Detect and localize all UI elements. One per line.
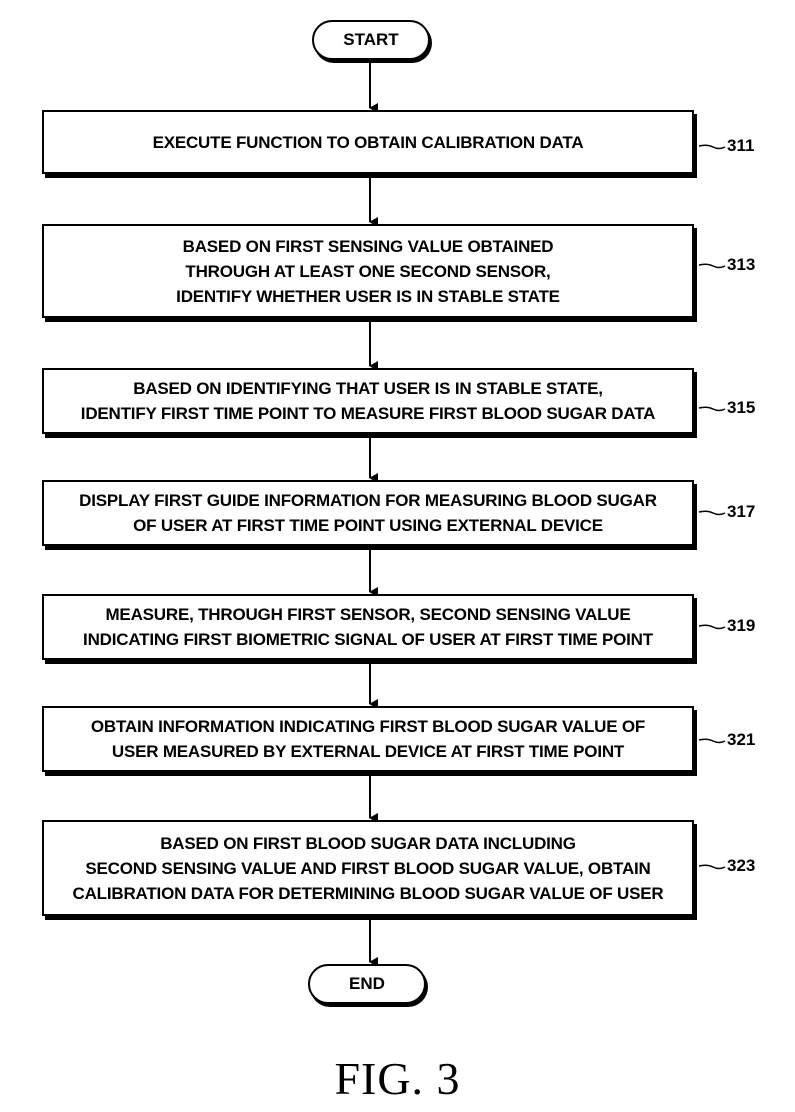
step-323-line-1: BASED ON FIRST BLOOD SUGAR DATA INCLUDIN… [160, 831, 576, 856]
step-317-line-1: DISPLAY FIRST GUIDE INFORMATION FOR MEAS… [79, 488, 657, 513]
leader-315 [699, 407, 725, 410]
step-321-box: OBTAIN INFORMATION INDICATING FIRST BLOO… [42, 706, 694, 772]
end-label: END [349, 974, 385, 994]
step-313-line-1: BASED ON FIRST SENSING VALUE OBTAINED [183, 234, 554, 259]
step-319-line-2: INDICATING FIRST BIOMETRIC SIGNAL OF USE… [83, 627, 653, 652]
leader-319 [699, 625, 725, 628]
ref-317: 317 [727, 502, 755, 522]
step-321-line-2: USER MEASURED BY EXTERNAL DEVICE AT FIRS… [112, 739, 624, 764]
step-319-line-1: MEASURE, THROUGH FIRST SENSOR, SECOND SE… [105, 602, 630, 627]
leader-311 [699, 145, 725, 148]
leader-323 [699, 865, 725, 868]
ref-319: 319 [727, 616, 755, 636]
step-323-line-3: CALIBRATION DATA FOR DETERMINING BLOOD S… [73, 881, 664, 906]
leader-313 [699, 264, 725, 267]
step-313-line-3: IDENTIFY WHETHER USER IS IN STABLE STATE [176, 284, 560, 309]
step-311-box: EXECUTE FUNCTION TO OBTAIN CALIBRATION D… [42, 110, 694, 174]
step-311-line-1: EXECUTE FUNCTION TO OBTAIN CALIBRATION D… [153, 130, 584, 155]
step-319-box: MEASURE, THROUGH FIRST SENSOR, SECOND SE… [42, 594, 694, 660]
step-315-line-1: BASED ON IDENTIFYING THAT USER IS IN STA… [133, 376, 602, 401]
ref-315: 315 [727, 398, 755, 418]
step-313-box: BASED ON FIRST SENSING VALUE OBTAINED TH… [42, 224, 694, 318]
start-label: START [343, 30, 398, 50]
step-315-line-2: IDENTIFY FIRST TIME POINT TO MEASURE FIR… [81, 401, 655, 426]
ref-321: 321 [727, 730, 755, 750]
ref-311: 311 [727, 136, 754, 156]
step-323-line-2: SECOND SENSING VALUE AND FIRST BLOOD SUG… [85, 856, 650, 881]
step-317-box: DISPLAY FIRST GUIDE INFORMATION FOR MEAS… [42, 480, 694, 546]
ref-323: 323 [727, 856, 755, 876]
ref-313: 313 [727, 255, 755, 275]
step-313-line-2: THROUGH AT LEAST ONE SECOND SENSOR, [185, 259, 550, 284]
start-terminal: START [312, 20, 430, 60]
step-315-box: BASED ON IDENTIFYING THAT USER IS IN STA… [42, 368, 694, 434]
step-321-line-1: OBTAIN INFORMATION INDICATING FIRST BLOO… [91, 714, 645, 739]
figure-label: FIG. 3 [0, 1052, 795, 1105]
leader-321 [699, 739, 725, 742]
step-317-line-2: OF USER AT FIRST TIME POINT USING EXTERN… [133, 513, 603, 538]
leader-317 [699, 511, 725, 514]
step-323-box: BASED ON FIRST BLOOD SUGAR DATA INCLUDIN… [42, 820, 694, 916]
end-terminal: END [308, 964, 426, 1004]
